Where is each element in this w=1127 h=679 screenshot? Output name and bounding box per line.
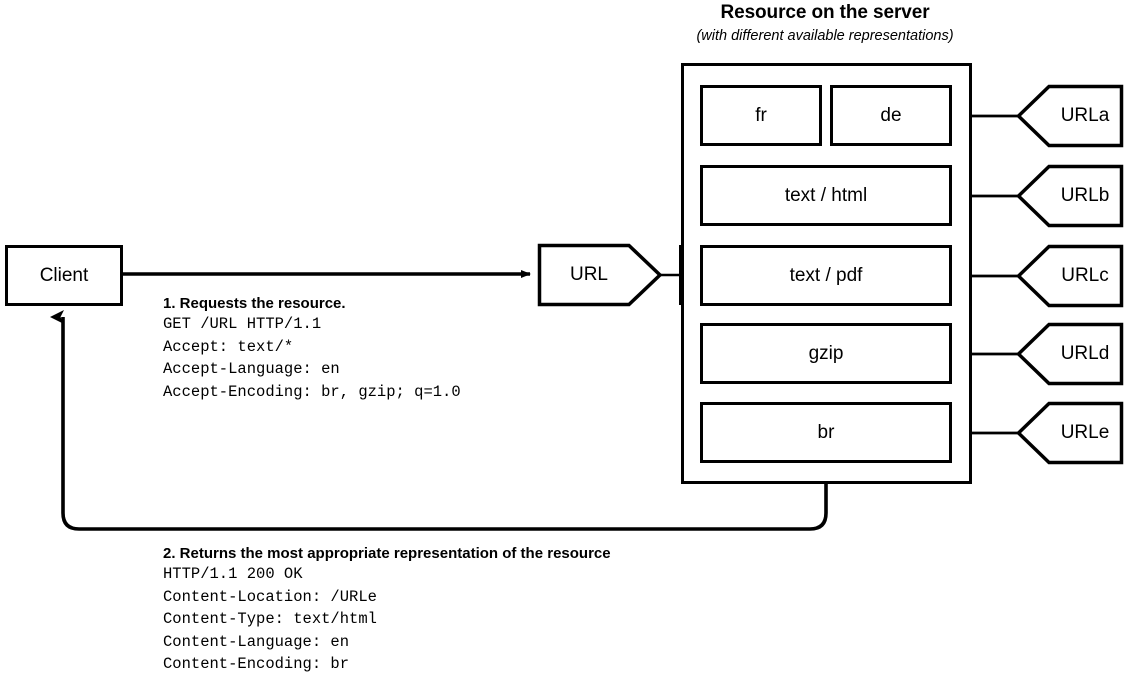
representation-box-de[interactable]: de: [830, 85, 952, 146]
representation-box-br[interactable]: br: [700, 402, 952, 463]
response-message-headers: HTTP/1.1 200 OK Content-Location: /URLe …: [163, 565, 377, 673]
url-tag-urlb[interactable]: URLb: [1016, 164, 1124, 228]
url-request-tag[interactable]: URL: [537, 243, 663, 307]
representation-box-gzip[interactable]: gzip: [700, 323, 952, 384]
url-tag-shape: [1016, 244, 1124, 308]
client-box[interactable]: Client: [5, 245, 123, 306]
url-tag-label: URLa: [1060, 105, 1110, 126]
url-tag-urle[interactable]: URLe: [1016, 401, 1124, 465]
representation-box-text-html[interactable]: text / html: [700, 165, 952, 226]
url-tag-label: URLb: [1060, 185, 1110, 206]
url-tag-urld[interactable]: URLd: [1016, 322, 1124, 386]
response-message-block: 2. Returns the most appropriate represen…: [163, 545, 611, 676]
response-message-title: 2. Returns the most appropriate represen…: [163, 545, 611, 562]
request-message-headers: GET /URL HTTP/1.1 Accept: text/* Accept-…: [163, 315, 461, 401]
url-tag-urlc[interactable]: URLc: [1016, 244, 1124, 308]
url-tag-shape: [1016, 164, 1124, 228]
url-tag-urla[interactable]: URLa: [1016, 84, 1124, 148]
server-subtitle: (with different available representation…: [696, 28, 954, 44]
url-tag-shape: [1016, 84, 1124, 148]
request-message-block: 1. Requests the resource. GET /URL HTTP/…: [163, 295, 461, 403]
request-message-title: 1. Requests the resource.: [163, 295, 346, 312]
url-request-tag-label: URL: [569, 264, 608, 285]
representation-box-fr[interactable]: fr: [700, 85, 822, 146]
url-pentagon-shape: [537, 243, 663, 307]
representation-box-text-pdf[interactable]: text / pdf: [700, 245, 952, 306]
url-tag-label: URLc: [1061, 265, 1109, 286]
server-title: Resource on the server: [720, 2, 930, 23]
url-tag-label: URLe: [1060, 422, 1110, 443]
url-tag-shape: [1016, 401, 1124, 465]
url-tag-label: URLd: [1060, 343, 1110, 364]
url-tag-shape: [1016, 322, 1124, 386]
